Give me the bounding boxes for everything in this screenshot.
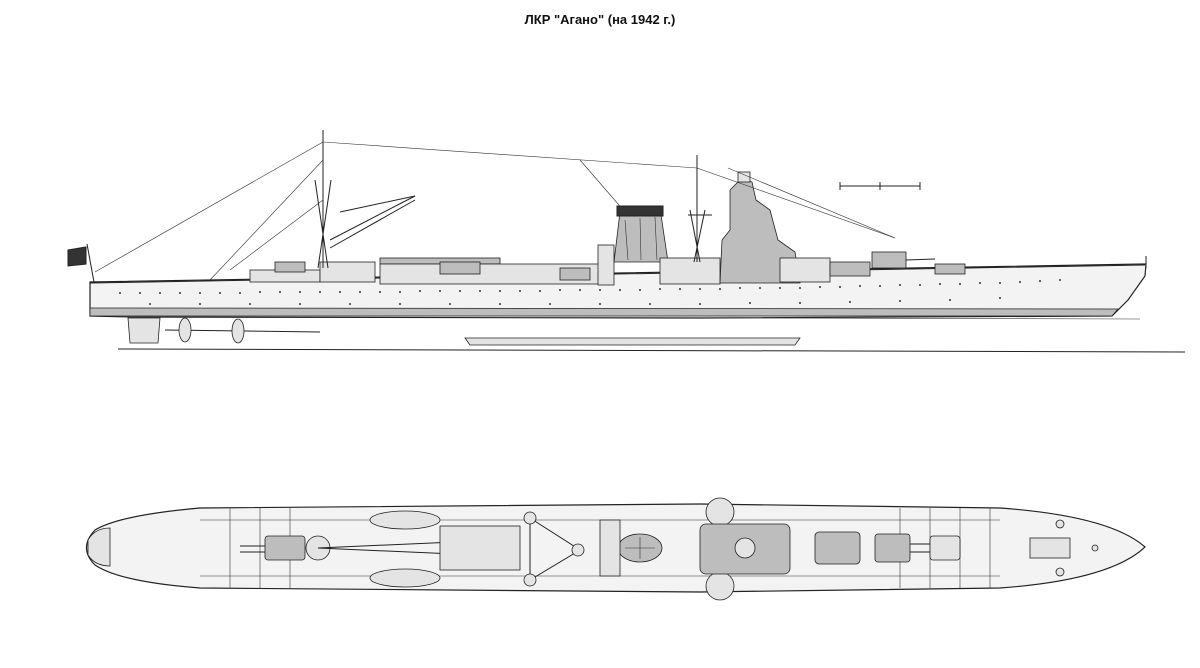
aft-turret-plan [264,535,306,561]
forward-turret-1 [871,251,907,269]
bridge-tower [719,177,801,284]
forward-turret-1-plan [874,533,911,563]
bilge-keel [464,337,801,346]
ensign-flag [67,246,87,267]
stern-plan [87,527,111,567]
rudder [127,317,161,344]
aft-turret [274,261,306,273]
bridge-base [779,257,831,283]
propeller-aft [178,317,192,343]
anchor-gear-plan [1029,537,1071,559]
baseline [117,348,1186,353]
forward-gunhouse-plan [929,535,961,561]
drawing-title: ЛКР "Агано" (на 1942 г.) [524,12,676,27]
side-elevation [67,130,1186,353]
forward-turret-2-plan [814,531,861,565]
aft-superstructure [319,261,376,283]
aa-director-starboard [705,571,735,601]
funnel-cap [616,205,664,217]
portholes [119,279,1061,305]
aircraft-crane [329,195,416,241]
boat-starboard [369,568,441,588]
aft-stack-base [597,244,615,286]
plan-view [85,497,1146,601]
forward-deckhouse [659,257,721,285]
funnel-base-plan [599,519,621,577]
tripod-plan [529,517,581,581]
boat-stowage [559,267,591,281]
rigging [94,141,896,281]
midship-plan [439,525,521,571]
rangefinder [737,171,751,183]
forward-gunhouse [934,263,966,275]
boat-port [369,510,441,530]
aft-aa-mount [439,261,481,275]
forward-turret-2 [829,261,871,277]
boot-topping [89,307,1119,317]
aa-director-port [705,497,735,527]
propeller-fwd [231,318,245,344]
